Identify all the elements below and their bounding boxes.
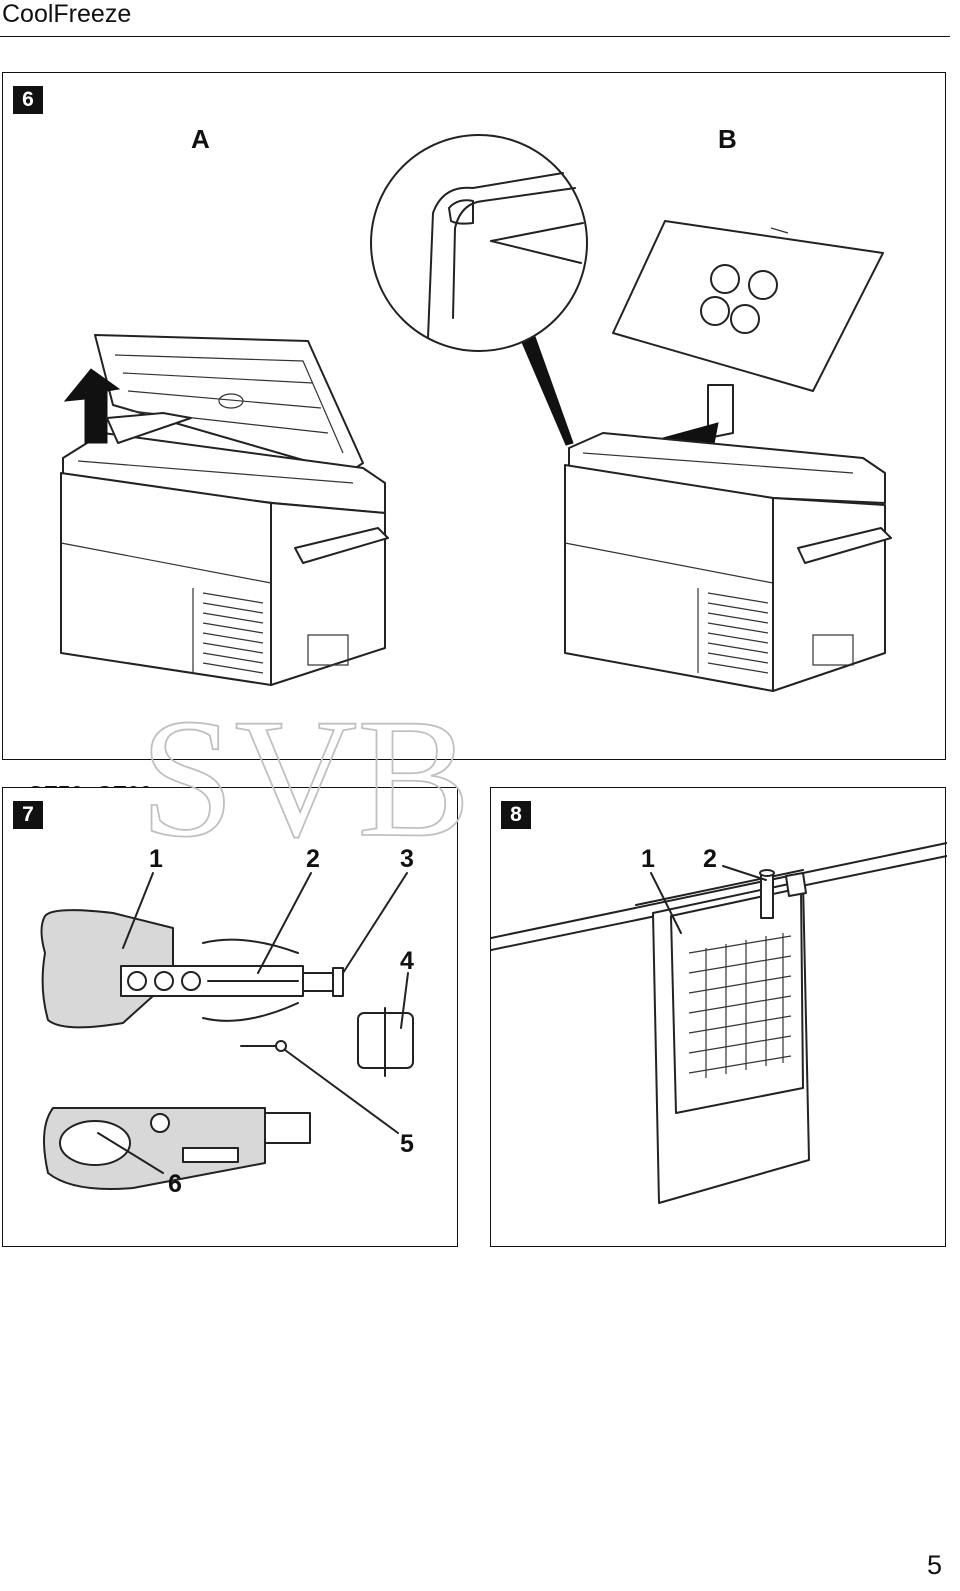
fig7-callout-5: 5 [400, 1130, 414, 1158]
cigarette-plug-closed-illustration [43, 1107, 311, 1190]
screw-icon [240, 1040, 287, 1052]
fig7-callout-4: 4 [400, 947, 414, 975]
figure-7-panel: 7 [2, 787, 458, 1247]
fig8-callout-1: 1 [641, 845, 655, 873]
label-card-illustration [635, 869, 810, 1204]
page-number: 5 [926, 1550, 942, 1580]
figure-8-drawing [491, 842, 947, 1204]
fig8-callout-2: 2 [703, 845, 717, 873]
rod-clip-icon [759, 869, 807, 919]
lid-hinge-detail-icon [370, 134, 588, 446]
fuse-icon [357, 1007, 414, 1077]
lid-removed-illustration [564, 220, 892, 692]
figure-6-label-a: A [191, 124, 210, 154]
figure-6-badge: 6 [13, 86, 43, 114]
figure-6-label-b: B [718, 124, 737, 154]
figure-6-panel: 6 A B [2, 72, 946, 807]
page-header: CoolFreeze [0, 0, 950, 37]
cooler-lid-open-illustration [60, 334, 389, 686]
fig7-callout-1: 1 [149, 845, 163, 873]
figure-8-badge: 8 [501, 801, 531, 829]
header-title: CoolFreeze [2, 0, 132, 28]
figure-6-drawing [60, 134, 892, 692]
fig7-callout-6: 6 [168, 1170, 182, 1198]
figure-7-badge: 7 [13, 801, 43, 829]
fig7-callout-2: 2 [306, 845, 320, 873]
figure-8-panel: 8 1 2 [490, 787, 947, 1247]
figure-7-drawing [40, 872, 414, 1190]
cigarette-plug-open-illustration [40, 909, 344, 1029]
fig7-callout-3: 3 [400, 845, 414, 873]
